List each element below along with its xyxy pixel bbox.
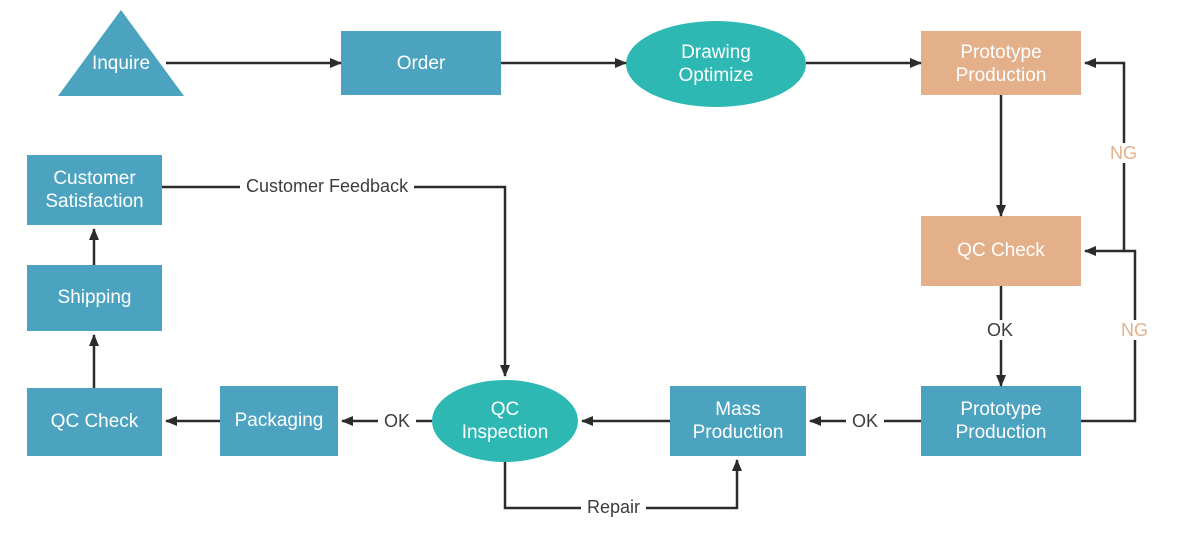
- node-mass-production[interactable]: [670, 386, 806, 456]
- node-qc-inspection[interactable]: [432, 380, 578, 462]
- node-inquire[interactable]: [58, 10, 184, 96]
- edge-customer-satisfaction-feedback-to-qc-inspection: [162, 185, 510, 377]
- node-prototype-production-1[interactable]: [921, 31, 1081, 95]
- node-customer-satisfaction[interactable]: [27, 155, 162, 225]
- node-qc-check-2[interactable]: [27, 388, 162, 456]
- node-order[interactable]: [341, 31, 501, 95]
- edge-qc-check-1-ng-to-prototype-production-1: [1084, 58, 1126, 251]
- edge-label-ng-lower: NG: [1115, 320, 1154, 340]
- edge-label-ok-prototype-production-2: OK: [846, 411, 885, 431]
- edge-label-customer-feedback: Customer Feedback: [240, 176, 415, 196]
- node-qc-check-1[interactable]: [921, 216, 1081, 286]
- edge-label-repair: Repair: [581, 497, 647, 517]
- edge-label-ok-qc-inspection: OK: [378, 411, 417, 431]
- node-prototype-production-2[interactable]: [921, 386, 1081, 456]
- edge-label-ok-qc-check-1: OK: [981, 320, 1020, 340]
- edge-label-ng-upper: NG: [1104, 143, 1143, 163]
- node-shipping[interactable]: [27, 265, 162, 331]
- node-packaging[interactable]: [220, 386, 338, 456]
- node-drawing-optimize[interactable]: [626, 21, 806, 107]
